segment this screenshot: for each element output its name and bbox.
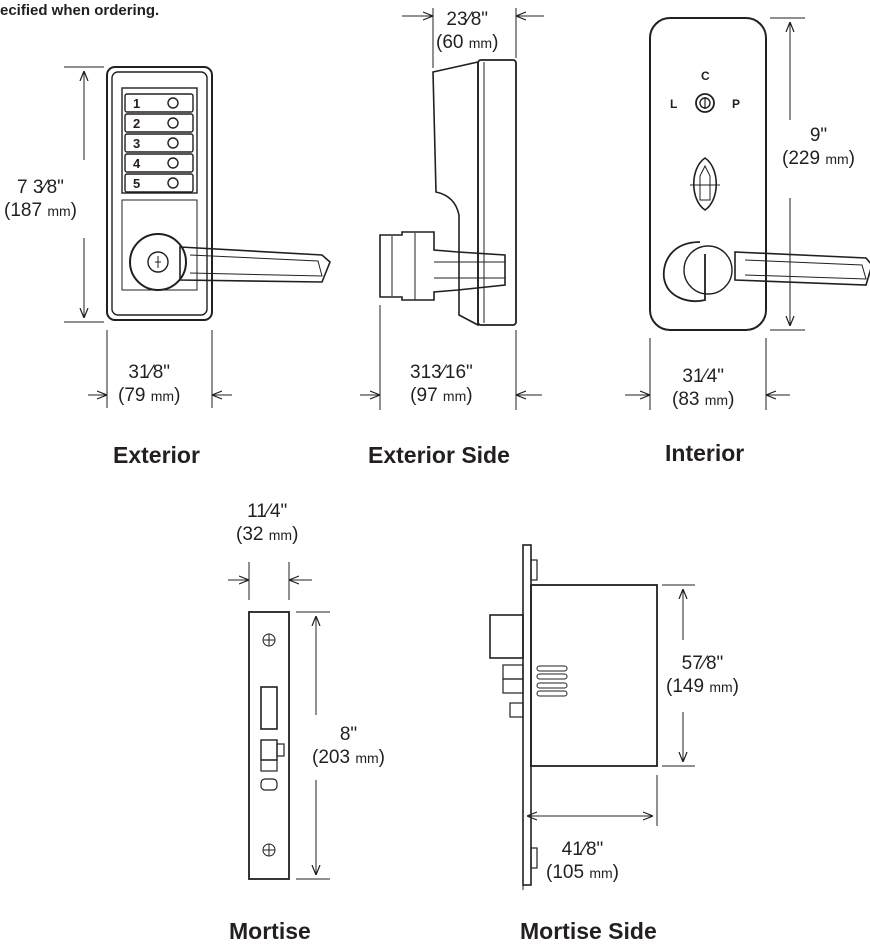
dim-interior-height: 9" (229 mm) (782, 125, 855, 169)
interior-view (625, 17, 870, 410)
keypad-digit-3: 3 (133, 136, 140, 151)
interior-label-l: L (670, 97, 677, 111)
interior-lever (662, 241, 870, 302)
keypad-digit-2: 2 (133, 116, 140, 131)
interior-label-c: C (701, 69, 710, 83)
caption-mortise-side: Mortise Side (520, 918, 657, 944)
dim-side-top: 23⁄8" (60 mm) (436, 9, 499, 53)
order-note: ecified when ordering. (0, 2, 160, 19)
caption-interior: Interior (665, 440, 745, 466)
exterior-view (64, 66, 331, 408)
caption-exterior-side: Exterior Side (368, 442, 510, 468)
mortise-view (228, 562, 330, 880)
dim-mortise-side-height: 57⁄8" (149 mm) (666, 653, 739, 697)
dim-exterior-width: 31⁄8" (79 mm) (118, 362, 181, 406)
mortise-side-view (489, 544, 695, 890)
keypad (124, 93, 194, 193)
keypad-digit-5: 5 (133, 176, 140, 191)
thumbturn (690, 157, 720, 211)
keypad-digit-4: 4 (133, 156, 141, 171)
dim-mortise-side-depth: 41⁄8" (105 mm) (546, 839, 619, 883)
dim-mortise-height: 8" (203 mm) (312, 724, 385, 768)
dim-exterior-height: 7 3⁄8" (187 mm) (4, 177, 77, 221)
caption-mortise: Mortise (229, 918, 311, 944)
keypad-digit-1: 1 (133, 96, 140, 111)
interior-label-p: P (732, 97, 740, 111)
dim-interior-width: 31⁄4" (83 mm) (672, 366, 735, 410)
dim-mortise-width: 11⁄4" (32 mm) (236, 501, 299, 545)
exterior-side-view (360, 8, 544, 410)
dim-side-depth: 313⁄16" (97 mm) (410, 362, 473, 406)
exterior-lever (129, 233, 331, 291)
caption-exterior: Exterior (113, 442, 200, 468)
